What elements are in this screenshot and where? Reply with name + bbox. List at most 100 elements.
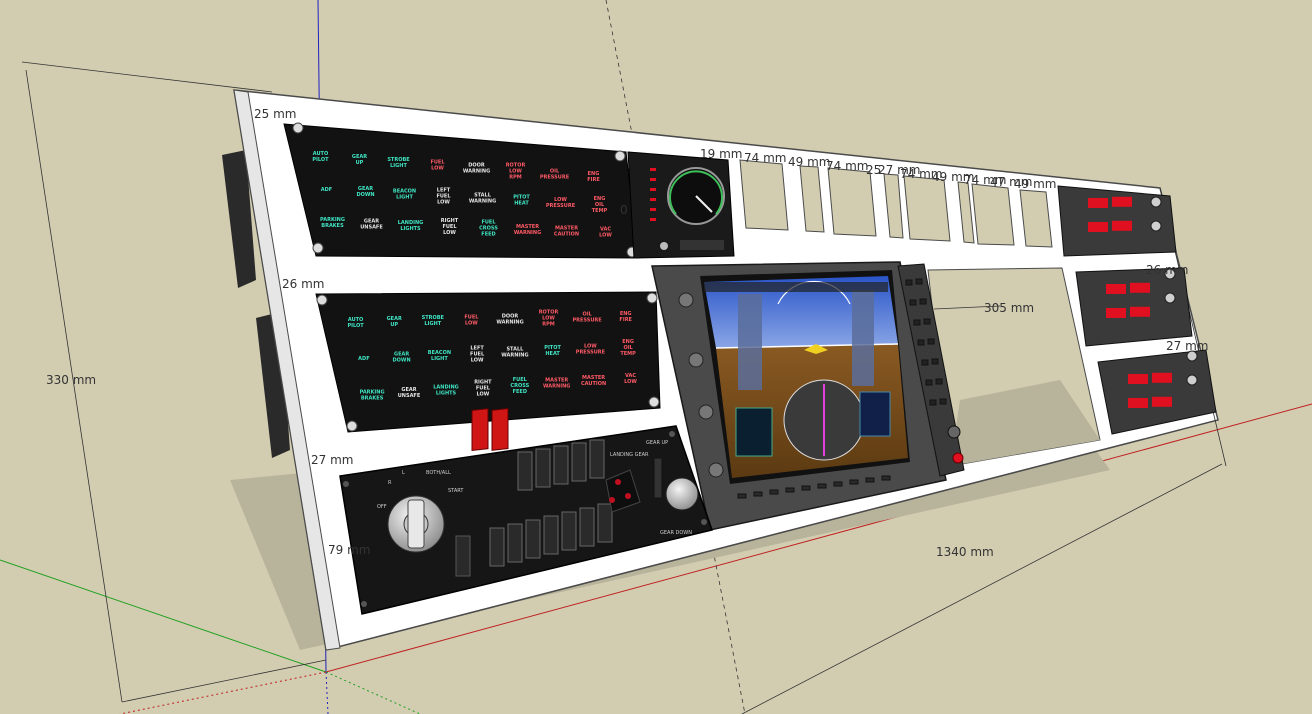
annunciator-label: FUEL	[430, 160, 445, 166]
annunciator-bottom-labels: AUTOPILOTGEARUPSTROBELIGHTFUELLOWDOORWAR…	[347, 310, 637, 402]
rotary-knob-icon	[1164, 268, 1176, 280]
annunciator-label: FUEL	[513, 377, 528, 383]
annunciator-label: AUTO	[313, 151, 328, 157]
radio-display	[1152, 372, 1172, 383]
annunciator-top-labels: AUTOPILOTGEARUPSTROBELIGHTFUELLOWDOORWAR…	[312, 151, 612, 239]
mounting-screw-icon	[646, 292, 658, 304]
radio-display	[1130, 306, 1150, 317]
rocker-switch-row-top	[517, 439, 605, 491]
annunciator-label: LIGHT	[396, 194, 413, 200]
annunciator-label: STROBE	[422, 315, 445, 321]
annunciator-label: VAC	[600, 227, 611, 233]
annunciator-label: PILOT	[312, 157, 329, 163]
rotary-knob-icon	[708, 462, 724, 478]
annunciator-label: BEACON	[393, 188, 416, 194]
radio-display	[1128, 374, 1148, 384]
dim-slot-e: 25	[866, 163, 881, 177]
rocker-switch	[553, 445, 569, 485]
annunciator-label: LOW	[465, 320, 478, 326]
dim-slot-c: 49 mm	[788, 155, 830, 169]
annunciator-label: GEAR	[387, 316, 402, 322]
annunciator-label: GEAR	[352, 154, 367, 160]
annunciator-label: CAUTION	[581, 381, 606, 387]
annunciator-label: BRAKES	[321, 223, 344, 229]
dim-radio-gap-2: 27 mm	[1166, 339, 1208, 353]
annunciator-label: LANDING	[398, 220, 424, 226]
dim-slot-d: 74 mm	[826, 159, 868, 173]
mounting-screw-icon	[292, 122, 304, 134]
rocker-switch	[507, 523, 523, 563]
annunciator-label: LOW	[584, 343, 597, 349]
annunciator-label: WARNING	[496, 319, 523, 325]
annunciator-panel-top: AUTOPILOTGEARUPSTROBELIGHTFUELLOWDOORWAR…	[283, 122, 639, 259]
annunciator-label: ADF	[358, 356, 369, 362]
annunciator-label: BRAKES	[361, 396, 384, 402]
dim-top-rail: 25 mm	[254, 107, 296, 121]
annunciator-label: LOW	[443, 230, 456, 236]
annunciator-label: FUEL	[470, 351, 485, 357]
annunciator-label: RIGHT	[441, 218, 459, 224]
rotary-knob-icon	[660, 242, 668, 250]
opening-shadow	[950, 380, 1100, 466]
gear-light	[609, 497, 615, 503]
annunciator-label: LIGHT	[431, 356, 448, 362]
annunciator-label: ENG	[620, 311, 632, 317]
annunciator-label: ADF	[321, 187, 332, 193]
gear-light	[615, 479, 621, 485]
annunciator-label: LOW	[599, 233, 612, 239]
mag-label-off: OFF	[377, 504, 387, 510]
annunciator-label: GEAR	[364, 218, 379, 224]
annunciator-label: UP	[390, 322, 398, 328]
annunciator-label: ENG	[594, 196, 606, 202]
axis-green	[0, 559, 327, 673]
axis-red	[325, 403, 1312, 673]
rotary-knob-icon	[1186, 374, 1198, 386]
radio-display	[1106, 284, 1126, 294]
rotary-knob-icon	[1164, 292, 1176, 304]
annunciator-label: LOW	[437, 199, 450, 205]
annunciator-label: FUEL	[464, 314, 479, 320]
dim-slot-k: 49 mm	[1014, 177, 1056, 191]
annunciator-label: LOW	[477, 391, 490, 397]
rocker-switch	[571, 442, 587, 482]
annunciator-label: DOWN	[393, 358, 411, 364]
annunciator-label: PRESSURE	[540, 174, 570, 180]
annunciator-label: OIL	[595, 202, 605, 208]
annunciator-label: PITOT	[513, 195, 530, 201]
radio-display	[1112, 196, 1132, 207]
annunciator-label: CAUTION	[554, 231, 579, 237]
annunciator-label: STALL	[474, 193, 492, 199]
annunciator-label: WARNING	[501, 353, 528, 359]
annunciator-label: HEAT	[514, 201, 529, 207]
rotary-knob-icon	[698, 404, 714, 420]
annunciator-label: WARNING	[463, 169, 490, 175]
rocker-switch-row-bottom	[489, 503, 613, 567]
radio-display	[1130, 282, 1150, 293]
annunciator-label: VAC	[625, 373, 636, 379]
rocker-switch	[561, 511, 577, 551]
annunciator-label: HEAT	[545, 351, 560, 357]
axis-green-dotted	[325, 671, 421, 714]
annunciator-label: LOW	[509, 169, 522, 175]
mounting-screw-icon	[343, 481, 349, 487]
dim-slot-g: 74 mm	[900, 167, 942, 181]
annunciator-label: GEAR	[401, 387, 416, 393]
annunciator-label: DOWN	[356, 192, 374, 198]
annunciator-label: LANDING	[433, 385, 459, 391]
gear-down-label: GEAR DOWN	[660, 530, 692, 536]
annunciator-label: PRESSURE	[546, 203, 576, 209]
annunciator-label: LOW	[542, 316, 555, 322]
annunciator-label: WARNING	[543, 384, 570, 390]
radio-display	[1112, 220, 1132, 231]
mounting-screw-icon	[648, 396, 660, 408]
mounting-screw-icon	[614, 150, 626, 162]
gear-light	[625, 493, 631, 499]
annunciator-label: UNSAFE	[360, 224, 383, 230]
annunciator-label: PRESSURE	[572, 318, 602, 324]
annunciator-label: FUEL	[481, 220, 496, 226]
annunciator-label: ENG	[588, 171, 600, 177]
mag-label-both: BOTH/ALL	[426, 470, 451, 476]
radio-panels	[1057, 185, 1217, 435]
annunciator-label: GEAR	[358, 186, 373, 192]
